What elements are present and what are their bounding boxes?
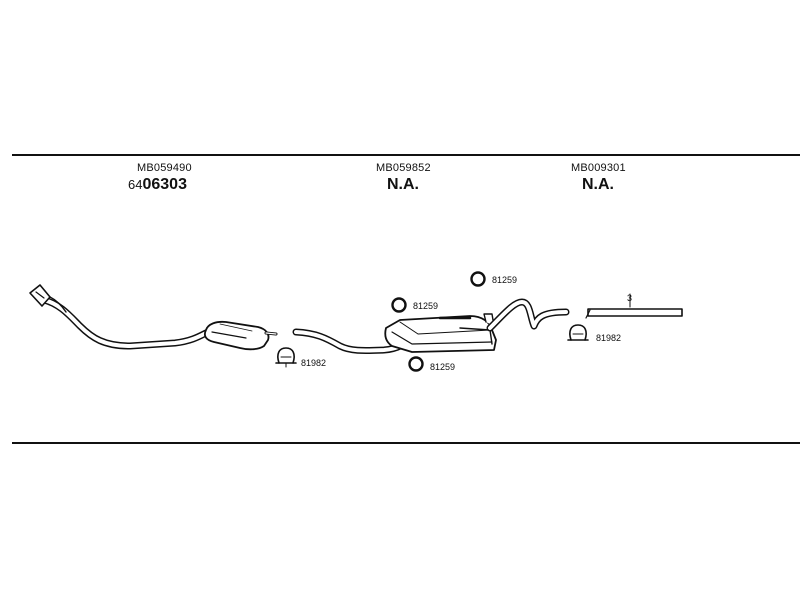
rubber-ring-upper-left: [391, 297, 407, 313]
callout-ring-lower: 81259: [430, 362, 456, 372]
reference-number-1: 6406303: [128, 176, 187, 194]
part-number-2: MB059852: [376, 162, 431, 174]
reference-prefix-1: 64: [128, 177, 143, 192]
front-muffler: [203, 320, 278, 351]
clamp-left: [275, 347, 297, 368]
callout-ring-upper-left: 81259: [413, 301, 439, 311]
callout-clamp-left: 81982: [301, 358, 327, 368]
part-number-1: MB059490: [137, 162, 192, 174]
rubber-ring-lower: [408, 356, 424, 372]
reference-number-2: N.A.: [387, 176, 419, 194]
top-divider: [12, 154, 800, 156]
clamp-right: [567, 324, 589, 341]
front-pipe: [29, 284, 212, 350]
reference-main-2: N.A.: [387, 176, 419, 193]
callout-clamp-right: 81982: [596, 333, 622, 343]
rubber-ring-upper-right: [470, 271, 486, 287]
reference-main-1: 06303: [142, 176, 187, 193]
part-number-3: MB009301: [571, 162, 626, 174]
rear-muffler: [384, 313, 497, 353]
callout-tailpipe-marker: 3: [627, 293, 633, 303]
reference-number-3: N.A.: [582, 176, 614, 194]
tailpipe-bend: [486, 298, 570, 332]
callout-ring-upper-right: 81259: [492, 275, 518, 285]
bottom-divider: [12, 442, 800, 444]
tailpipe-straight: [585, 293, 683, 319]
reference-main-3: N.A.: [582, 176, 614, 193]
